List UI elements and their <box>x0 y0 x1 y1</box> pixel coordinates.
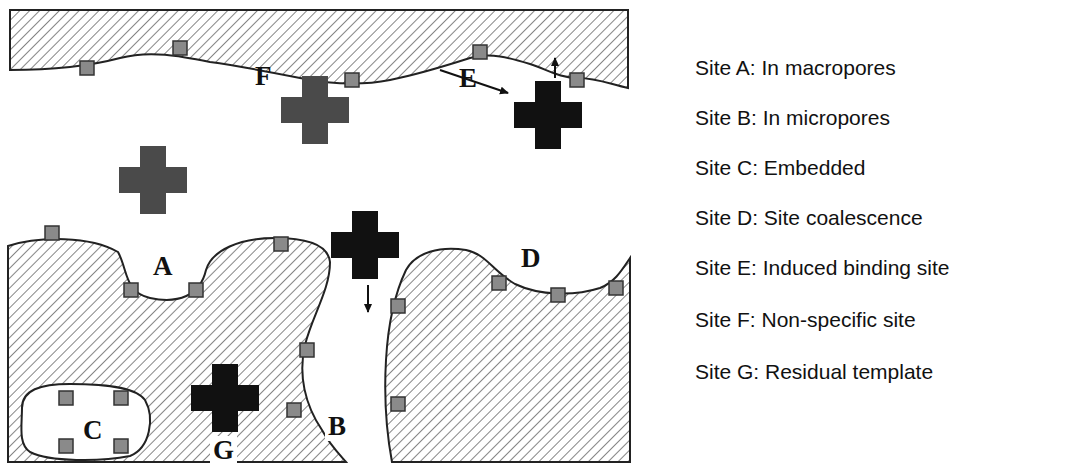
legend-text: Site F: Non-specific site <box>695 308 916 331</box>
template-molecules <box>119 76 582 432</box>
site-letter: B <box>325 412 349 441</box>
legend-text: Site D: Site coalescence <box>695 206 923 229</box>
movement-arrows <box>368 58 555 312</box>
embedded-cavity <box>21 384 150 460</box>
site-letter: D <box>518 244 544 273</box>
legend-text: Site G: Residual template <box>695 360 933 383</box>
legend-text: Site C: Embedded <box>695 156 865 179</box>
polymer-right <box>385 249 630 462</box>
site-letter: F <box>252 62 275 91</box>
legend-text: Site A: In macropores <box>695 56 896 79</box>
legend-text: Site B: In micropores <box>695 106 890 129</box>
functional-sites <box>45 41 623 453</box>
polymer-left <box>8 238 346 462</box>
site-letter: G <box>210 436 237 465</box>
site-letter: A <box>150 252 176 281</box>
site-letter: E <box>456 64 480 93</box>
legend-text: Site E: Induced binding site <box>695 256 950 279</box>
site-letter: C <box>80 416 106 445</box>
